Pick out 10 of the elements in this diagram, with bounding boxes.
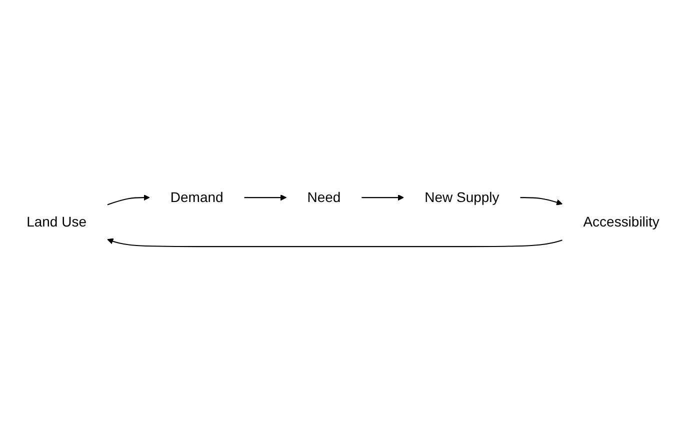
node-text: Land Use (26, 214, 86, 230)
arrow (362, 194, 404, 201)
arrow (520, 196, 563, 206)
node-text: Need (307, 190, 341, 206)
arrow (107, 194, 150, 206)
node-text: New Supply (424, 190, 500, 206)
node-text: Accessibility (583, 214, 660, 230)
arrow (244, 194, 287, 201)
node-text: Demand (170, 190, 224, 206)
arrow (107, 238, 562, 247)
